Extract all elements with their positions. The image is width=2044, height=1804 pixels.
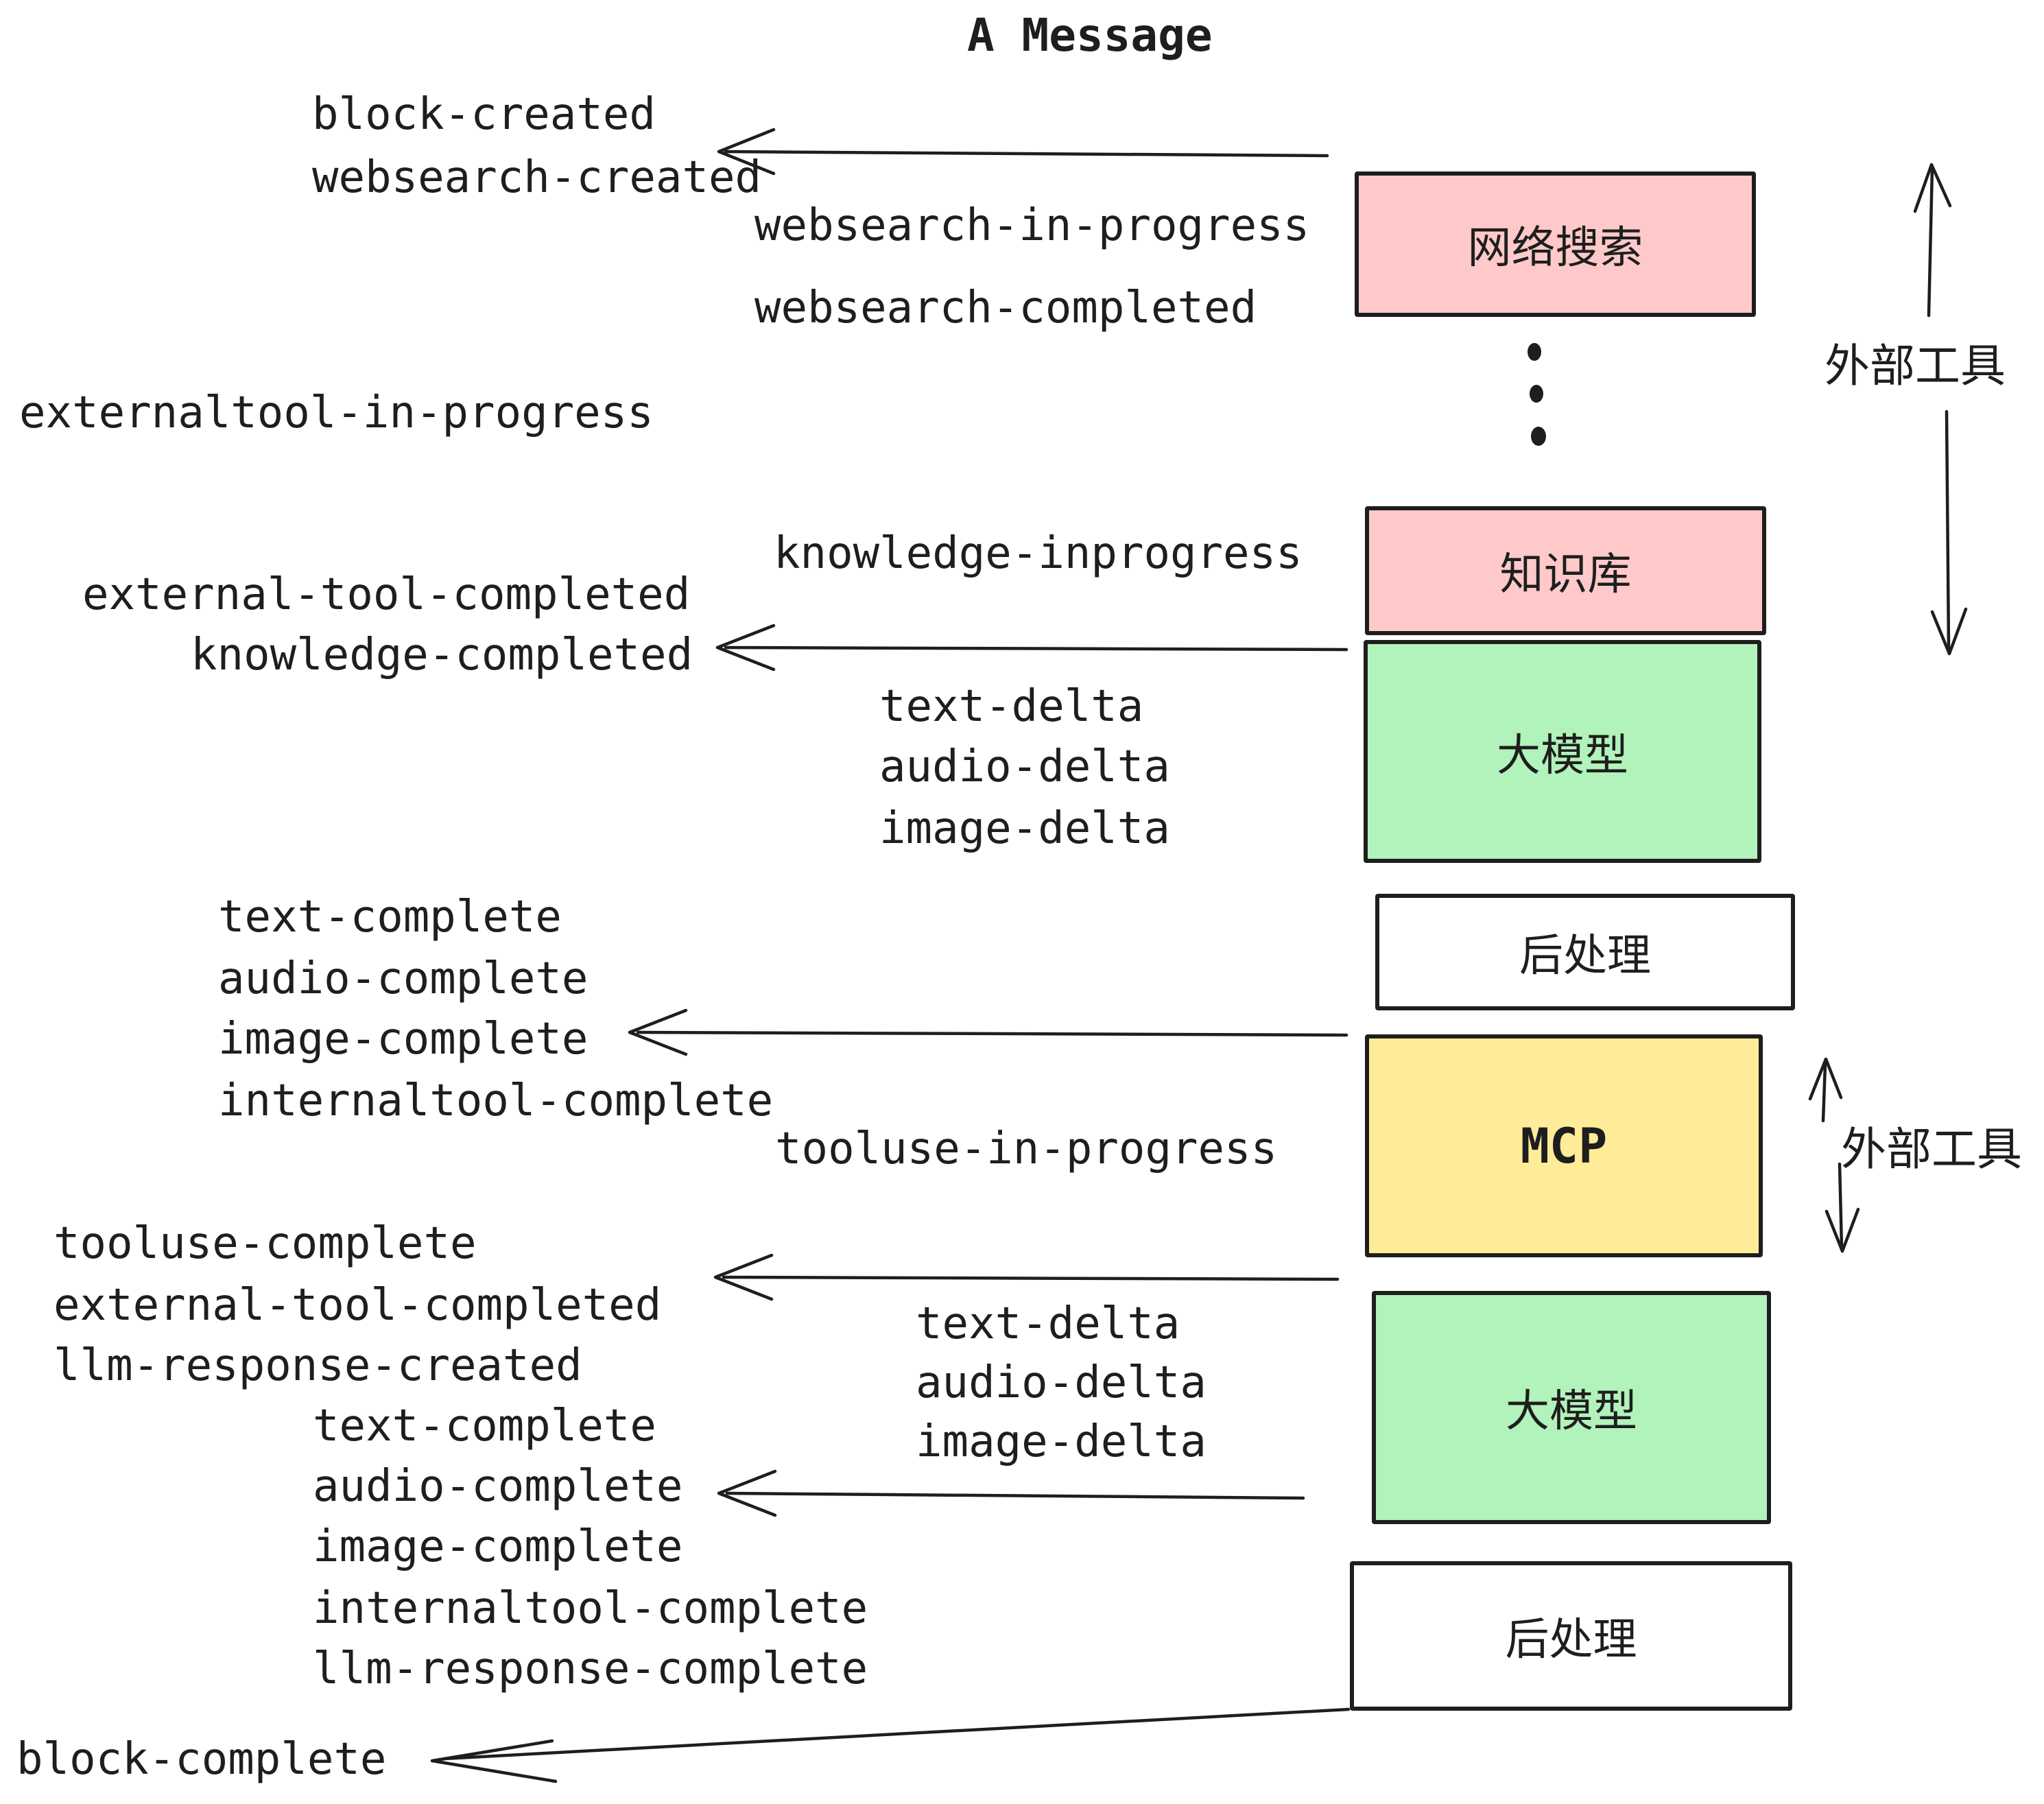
event-websearch-completed: websearch-completed <box>754 283 1257 333</box>
box-mcp: MCP <box>1365 1034 1763 1257</box>
box-postprocess-2: 后处理 <box>1350 1561 1792 1711</box>
box-knowledge-label: 知识库 <box>1499 549 1632 599</box>
event-websearch-created: websearch-created <box>312 152 762 203</box>
event-block-complete: block-complete <box>16 1734 387 1785</box>
arrow-audio-complete <box>717 1469 1305 1517</box>
box-knowledge: 知识库 <box>1365 506 1766 635</box>
event-external-tool-completed-1: external-tool-completed <box>82 569 691 620</box>
event-block-created: block-created <box>312 89 656 140</box>
event-audio-delta-1: audio-delta <box>879 741 1170 792</box>
event-text-delta-1: text-delta <box>879 681 1144 732</box>
event-image-complete-1: image-complete <box>218 1014 589 1065</box>
arrow-external-tool-completed <box>713 1253 1340 1301</box>
event-tooluse-complete: tooluse-complete <box>54 1218 477 1269</box>
box-websearch-label: 网络搜索 <box>1467 223 1643 272</box>
arrow-block-created <box>717 128 1329 176</box>
event-internaltool-complete-2: internaltool-complete <box>313 1583 868 1634</box>
event-image-complete-2: image-complete <box>313 1521 683 1572</box>
page-title: A Message <box>967 9 1213 62</box>
event-external-tool-completed-2: external-tool-completed <box>54 1280 662 1331</box>
ellipsis-dots <box>1528 343 1546 446</box>
event-image-delta-2: image-delta <box>916 1416 1207 1467</box>
event-image-delta-1: image-delta <box>879 803 1170 854</box>
event-audio-complete-1: audio-complete <box>218 953 589 1004</box>
box-llm-2: 大模型 <box>1372 1291 1771 1524</box>
event-knowledge-completed: knowledge-completed <box>191 630 693 680</box>
arrow-image-complete <box>628 1008 1348 1056</box>
event-text-delta-2: text-delta <box>916 1298 1180 1349</box>
box-postprocess-1: 后处理 <box>1375 894 1795 1010</box>
event-llm-response-complete: llm-response-complete <box>313 1643 868 1694</box>
event-audio-delta-2: audio-delta <box>916 1357 1207 1408</box>
box-llm-1: 大模型 <box>1364 640 1761 863</box>
box-llm-1-label: 大模型 <box>1497 730 1628 780</box>
box-llm-2-label: 大模型 <box>1506 1386 1637 1436</box>
arrow-knowledge-completed <box>715 624 1348 672</box>
side-label-external-tools-mcp: 外部工具 <box>1841 1124 2022 1174</box>
box-postprocess-2-label: 后处理 <box>1505 1615 1637 1664</box>
event-audio-complete-2: audio-complete <box>313 1461 683 1512</box>
box-postprocess-1-label: 后处理 <box>1519 931 1651 980</box>
event-knowledge-inprogress: knowledge-inprogress <box>774 528 1303 579</box>
side-label-external-tools-top: 外部工具 <box>1825 340 2006 391</box>
arrow-block-complete <box>430 1707 1351 1783</box>
event-text-complete-2: text-complete <box>313 1401 656 1451</box>
event-text-complete-1: text-complete <box>218 892 562 942</box>
box-mcp-label: MCP <box>1520 1117 1608 1174</box>
event-websearch-in-progress: websearch-in-progress <box>754 200 1310 251</box>
box-websearch: 网络搜索 <box>1355 171 1756 317</box>
double-arrow-external-tools-top <box>1913 163 1968 656</box>
event-internaltool-complete-1: internaltool-complete <box>218 1076 774 1126</box>
double-arrow-external-tools-mcp <box>1808 1057 1860 1253</box>
event-llm-response-created: llm-response-created <box>54 1340 582 1391</box>
event-tooluse-in-progress: tooluse-in-progress <box>775 1124 1278 1174</box>
event-externaltool-in-progress: externaltool-in-progress <box>19 388 654 438</box>
